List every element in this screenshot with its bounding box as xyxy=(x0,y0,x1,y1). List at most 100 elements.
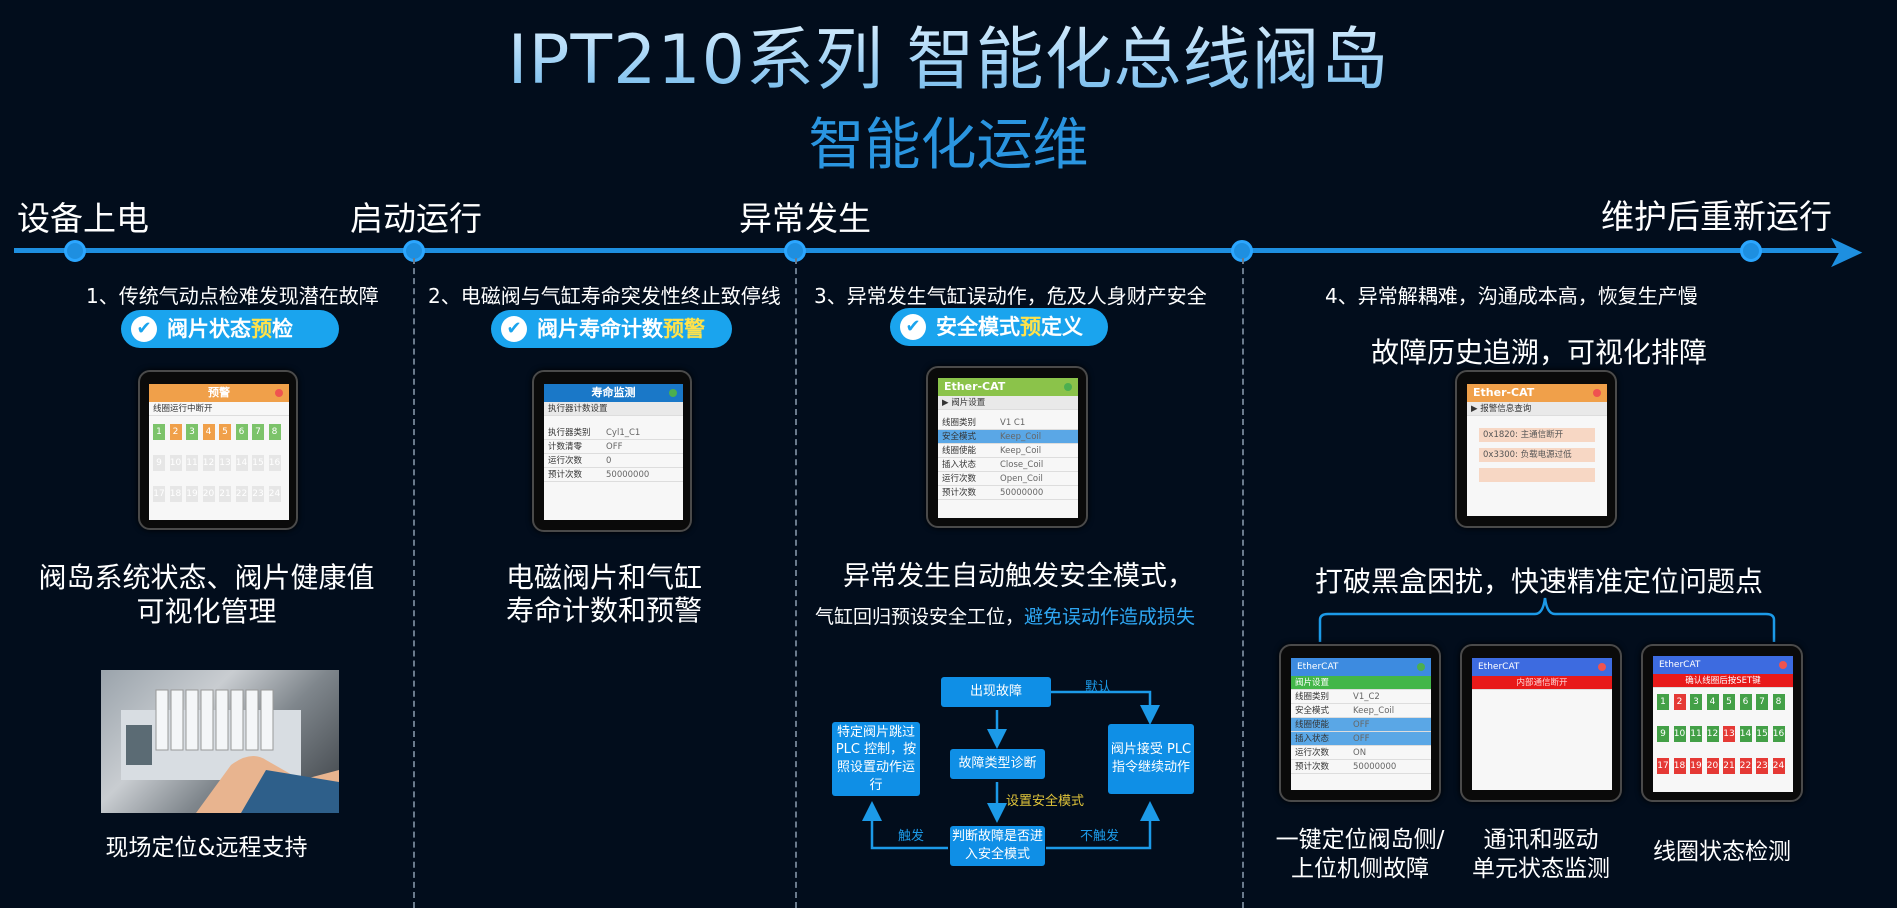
setting-key: 运行次数 xyxy=(942,474,977,484)
setting-key: 插入状态 xyxy=(1295,734,1330,744)
section3-caption-line1: 异常发生自动触发安全模式， xyxy=(843,561,1194,592)
coil-cell: 23 xyxy=(1756,758,1768,774)
coil-cell: 24 xyxy=(268,486,281,502)
device-subtitle: ▶ 报警信息查询 xyxy=(1467,402,1607,416)
device-title: EtherCAT xyxy=(1297,662,1339,672)
setting-value: Keep_Coil xyxy=(1353,706,1395,716)
device-title: EtherCAT xyxy=(1659,660,1701,670)
setting-value: OFF xyxy=(1353,734,1370,744)
setting-key: 预计次数 xyxy=(548,470,583,480)
coil-cell: 9 xyxy=(1657,726,1669,742)
deviceB-caption-line2: 单元状态监测 xyxy=(1472,856,1610,882)
phase-maintenance-restart: 维护后重新运行 xyxy=(1601,197,1832,236)
field-support-photo xyxy=(101,670,339,813)
deviceB-caption-line1: 通讯和驱动 xyxy=(1483,827,1599,853)
setting-value: 50000000 xyxy=(606,470,650,480)
coil-cell: 18 xyxy=(1673,758,1686,774)
flow-node-diagnose: 故障类型诊断 xyxy=(950,749,1045,779)
coil-cell: 15 xyxy=(252,455,264,471)
section3-caption-line2: 气缸回归预设安全工位，避免误动作造成损失 xyxy=(815,606,1196,628)
setting-key: 插入状态 xyxy=(942,460,977,470)
setting-value: V1_C2 xyxy=(1353,692,1380,702)
section4-problem: 4、异常解耦难，沟通成本高，恢复生产慢 xyxy=(1325,284,1698,308)
coil-cell: 24 xyxy=(1772,758,1785,774)
coil-cell: 12 xyxy=(202,455,215,471)
alarm-entry: 0x1820: 主通信断开 xyxy=(1479,428,1595,442)
led-icon xyxy=(275,389,283,397)
section-divider xyxy=(413,258,415,908)
coil-cell: 19 xyxy=(1690,758,1702,774)
setting-row: 运行次数 0 xyxy=(544,454,683,468)
coil-cell: 5 xyxy=(1723,694,1735,710)
flow-node-continue: 阀片接受 PLC指令继续动作 xyxy=(1108,724,1194,794)
coil-cell: 9 xyxy=(153,455,165,471)
coil-cell: 4 xyxy=(202,424,215,440)
led-icon xyxy=(1593,389,1601,397)
setting-row: 插入状态 Close_Coil xyxy=(938,458,1078,472)
coil-cell: 2 xyxy=(1673,694,1686,710)
setting-row: 运行次数 ON xyxy=(1291,746,1431,760)
setting-value: Keep_Coil xyxy=(1000,432,1042,442)
phase-power-on: 设备上电 xyxy=(17,199,149,238)
setting-key: 安全模式 xyxy=(942,432,977,442)
setting-row: 预计次数 50000000 xyxy=(544,468,683,482)
coil-cell: 13 xyxy=(219,455,231,471)
setting-value: ON xyxy=(1353,748,1367,758)
setting-key: 执行器类别 xyxy=(548,428,591,438)
timeline-arrow-icon: ➤ xyxy=(1826,224,1865,278)
coil-cell: 14 xyxy=(1739,726,1752,742)
coil-cell: 4 xyxy=(1706,694,1719,710)
coil-cell: 3 xyxy=(186,424,198,440)
setting-key: 安全模式 xyxy=(1295,706,1330,716)
section2-pill: ✔ 阀片寿命计数预警 xyxy=(491,310,732,348)
coil-cell: 20 xyxy=(1706,758,1719,774)
led-icon xyxy=(1779,661,1787,669)
section2-caption-line1: 电磁阀片和气缸 xyxy=(505,561,702,594)
setting-value: 50000000 xyxy=(1000,488,1044,498)
setting-value: 0 xyxy=(606,456,612,466)
section1-pill: ✔ 阀片状态预检 xyxy=(121,310,339,348)
setting-value: V1 C1 xyxy=(1000,418,1026,428)
check-icon: ✔ xyxy=(131,316,157,342)
setting-key: 运行次数 xyxy=(548,456,583,466)
setting-value: Open_Coil xyxy=(1000,474,1043,484)
phase-anomaly: 异常发生 xyxy=(739,199,871,238)
flow-node-preset-action: 特定阀片跳过PLC 控制，按照设置动作运行 xyxy=(832,722,920,796)
device-alert: 确认线圈后按SET键 xyxy=(1653,674,1793,688)
deviceA-caption-line2: 上位机侧故障 xyxy=(1291,856,1429,882)
alarm-entry-empty xyxy=(1479,468,1595,482)
section-divider xyxy=(795,258,797,908)
led-icon xyxy=(1064,383,1072,391)
device-subtitle: 执行器计数设置 xyxy=(544,402,683,416)
section3-problem: 3、异常发生气缸误动作，危及人身财产安全 xyxy=(814,284,1207,308)
flow-label-trigger: 触发 xyxy=(898,829,925,844)
section4-heading: 故障历史追溯，可视化排障 xyxy=(1370,336,1707,369)
setting-row: 插入状态 OFF xyxy=(1291,732,1431,746)
timeline-line xyxy=(14,248,1846,253)
flow-label-default: 默认 xyxy=(1085,680,1112,695)
setting-key: 线圈使能 xyxy=(942,446,977,456)
coil-cell: 21 xyxy=(219,486,231,502)
setting-row: 安全模式 Keep_Coil xyxy=(938,430,1078,444)
timeline-dot xyxy=(1740,240,1762,262)
coil-cell: 1 xyxy=(1657,694,1669,710)
phase-start-run: 启动运行 xyxy=(350,199,482,238)
section3-pill: ✔ 安全模式预定义 xyxy=(890,308,1108,346)
deviceC-caption: 线圈状态检测 xyxy=(1653,839,1791,865)
setting-key: 线圈类别 xyxy=(942,418,977,428)
coil-cell: 7 xyxy=(1756,694,1768,710)
setting-key: 线圈使能 xyxy=(1295,720,1330,730)
coil-cell: 11 xyxy=(186,455,198,471)
coil-cell: 16 xyxy=(1772,726,1785,742)
coil-cell: 22 xyxy=(235,486,248,502)
setting-key: 运行次数 xyxy=(1295,748,1330,758)
setting-value: Close_Coil xyxy=(1000,460,1044,470)
